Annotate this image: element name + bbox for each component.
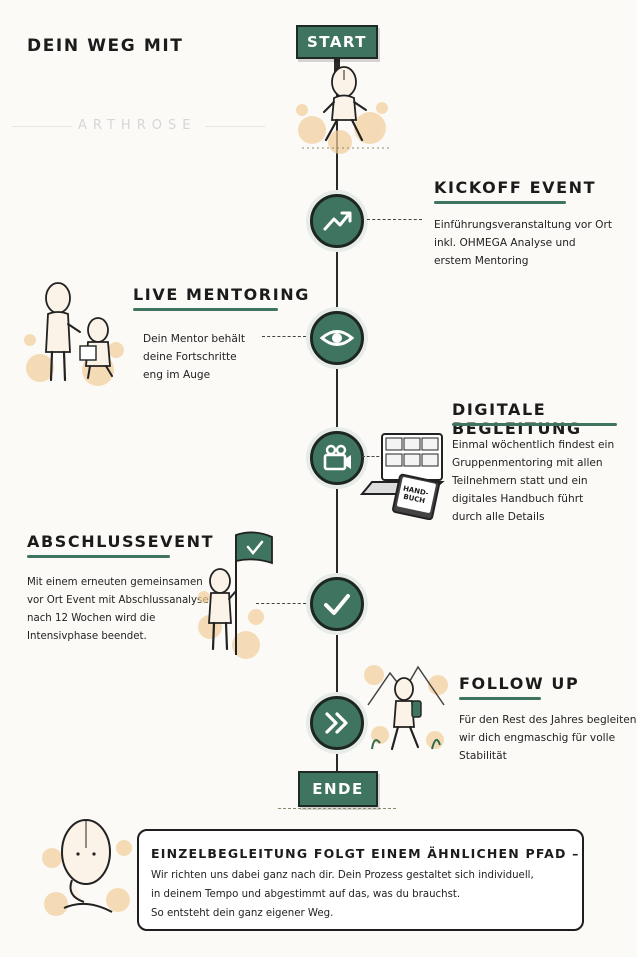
step-title-digital: DIGITALE BEGLEITUNG xyxy=(452,400,582,438)
step-text-live-mentoring: Dein Mentor behält deine Fortschritte en… xyxy=(143,333,245,381)
start-sign-post xyxy=(334,58,340,72)
individual-path-box xyxy=(137,829,584,931)
hiker-mountains-illustration xyxy=(364,665,448,751)
flag-figure-illustration xyxy=(198,531,273,659)
underline xyxy=(27,555,170,558)
underline xyxy=(452,423,617,426)
live-mentoring-node xyxy=(310,311,364,365)
laptop-handbook-illustration xyxy=(359,433,445,520)
footer-text: Wir richten uns dabei ganz nach dir. Dei… xyxy=(151,870,534,919)
step-title-kickoff: KICKOFF EVENT xyxy=(434,178,597,197)
underline xyxy=(133,308,278,311)
mentor-figures-illustration xyxy=(24,282,124,386)
ground-dash xyxy=(278,808,396,809)
eye-icon xyxy=(319,330,355,346)
video-camera-icon xyxy=(323,444,351,471)
brand-line xyxy=(12,126,72,127)
paint-splash xyxy=(198,591,264,659)
step-text-final-event: Mit einem erneuten gemeinsamen vor Ort E… xyxy=(27,577,209,642)
page-title: DEIN WEG MIT xyxy=(27,36,184,56)
underline xyxy=(434,201,566,204)
thinking-figure-illustration xyxy=(42,819,132,916)
paint-splash xyxy=(42,840,132,916)
trend-up-icon xyxy=(323,211,352,231)
timeline-path xyxy=(336,60,338,780)
step-text-follow-up: Für den Rest des Jahres begleiten wir di… xyxy=(459,714,637,762)
check-icon xyxy=(324,594,350,615)
step-title-follow-up: FOLLOW UP xyxy=(459,674,580,693)
end-sign: ENDE xyxy=(298,771,378,807)
connector xyxy=(262,336,306,337)
fast-forward-icon xyxy=(325,712,348,734)
step-title-final-event: ABSCHLUSSEVENT xyxy=(27,532,215,551)
step-title-live-mentoring: LIVE MENTORING xyxy=(133,285,310,304)
paint-splash xyxy=(296,102,388,154)
kickoff-node xyxy=(310,194,364,248)
start-sign: START xyxy=(296,25,378,59)
brand-line xyxy=(205,126,265,127)
step-text-kickoff: Einführungsveranstaltung vor Ort inkl. O… xyxy=(434,219,612,267)
underline xyxy=(459,697,541,700)
step-text-digital: Einmal wöchentlich findest ein Gruppenme… xyxy=(452,439,615,523)
walking-figure-illustration xyxy=(296,66,392,154)
final-event-node xyxy=(310,577,364,631)
digital-support-node xyxy=(310,431,364,485)
brand-watermark: ARTHROSE xyxy=(78,118,197,133)
connector xyxy=(256,603,306,604)
footer-title: EINZELBEGLEITUNG FOLGT EINEM ÄHNLICHEN P… xyxy=(151,846,580,861)
connector xyxy=(367,219,422,220)
follow-up-node xyxy=(310,696,364,750)
connector xyxy=(362,456,384,457)
